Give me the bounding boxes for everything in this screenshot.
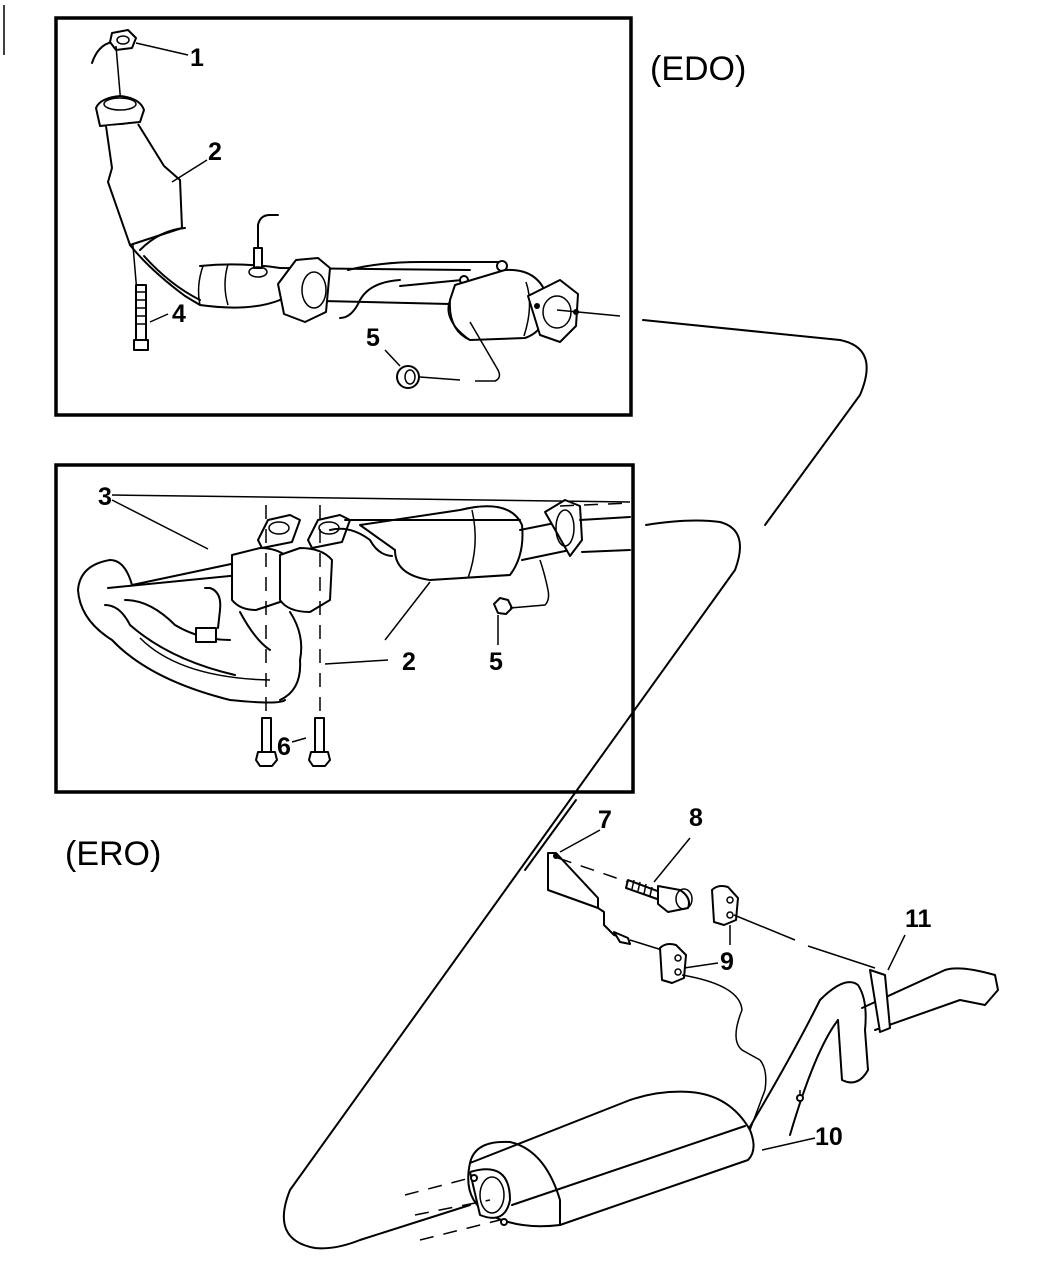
nut-1[interactable] <box>91 29 137 64</box>
tailpipe <box>744 967 999 1136</box>
catalytic-converter-edo[interactable] <box>95 95 281 309</box>
edo-panel: 1 2 4 5 <box>54 16 633 417</box>
isolator-9-lower[interactable] <box>659 943 687 984</box>
rear-pipe-leader <box>556 309 621 317</box>
callout-8: 8 <box>689 804 703 832</box>
nut-5-edo[interactable] <box>396 365 420 389</box>
callout-10: 10 <box>815 1123 843 1151</box>
callout-2-leader <box>171 159 208 183</box>
callout-11-leader <box>887 934 906 971</box>
callout-6: 6 <box>277 733 291 761</box>
gasket-3-left[interactable] <box>257 514 301 549</box>
callout-1-leader <box>135 42 189 56</box>
nut-5-ero[interactable] <box>493 597 513 615</box>
callout-7-leader <box>559 829 601 853</box>
callout-5-edo: 5 <box>366 324 380 352</box>
ero-to-bracket-line <box>524 799 577 871</box>
callout-2-ero: 2 <box>402 648 416 676</box>
ero-panel-frame <box>54 463 635 794</box>
clamp-11[interactable] <box>869 969 891 1033</box>
muffler-inlet-axis <box>404 1177 501 1241</box>
isolator-lower-hanger <box>681 974 761 1061</box>
bracket-bolt-axis <box>557 857 629 883</box>
callout-2-edo: 2 <box>208 138 222 166</box>
callout-4-leader <box>149 313 169 323</box>
variant-label-ero: (ERO) <box>65 835 161 873</box>
ero-panel: 3 2 5 6 <box>54 463 635 794</box>
isolator-9-upper[interactable] <box>711 885 739 926</box>
bracket-7[interactable] <box>547 852 631 945</box>
callout-10-leader <box>761 1137 816 1151</box>
callout-2-ero-leader <box>324 659 389 665</box>
exhaust-pipe-edo <box>277 257 508 323</box>
callout-5-leader <box>384 349 401 367</box>
muffler-hanger-rod <box>749 1059 767 1131</box>
callout-1: 1 <box>190 44 204 72</box>
bolt-6-left[interactable] <box>255 717 278 767</box>
stud-4[interactable] <box>133 284 149 351</box>
variant-label-edo: (EDO) <box>650 50 746 88</box>
bolt-6-right[interactable] <box>308 717 331 767</box>
nut-5-edo-leader <box>419 321 501 382</box>
callout-3-leader-a <box>111 494 631 503</box>
bolt-8[interactable] <box>625 879 693 913</box>
callout-8-leader <box>653 837 691 883</box>
isolator-hanger-line <box>733 914 876 969</box>
callout-7: 7 <box>598 806 612 834</box>
rear-converter-ero <box>329 499 631 581</box>
rear-converter-edo <box>447 268 579 343</box>
callout-6-leader <box>291 737 307 743</box>
callout-9b-leader <box>683 962 719 969</box>
callout-2-ero-leader-b <box>384 581 431 641</box>
bracket-isolator-line <box>629 939 663 951</box>
callout-9-upper: 9 <box>720 948 734 976</box>
callout-5-ero: 5 <box>489 648 503 676</box>
ero-connector-curve <box>282 519 741 1250</box>
callout-3: 3 <box>98 483 112 511</box>
catalytic-converter-ero-twin[interactable] <box>231 547 333 701</box>
callout-4: 4 <box>172 300 186 328</box>
callout-11: 11 <box>905 905 932 933</box>
callout-3-leader-b <box>111 499 209 550</box>
muffler-10[interactable] <box>467 1090 755 1228</box>
oxygen-sensor-ero <box>195 587 222 643</box>
edo-connector-curve <box>642 319 868 526</box>
gasket-3-right[interactable] <box>307 514 351 549</box>
oxygen-sensor-edo <box>248 214 279 278</box>
edo-panel-frame <box>54 16 633 417</box>
nut-5-ero-leader <box>509 559 550 609</box>
